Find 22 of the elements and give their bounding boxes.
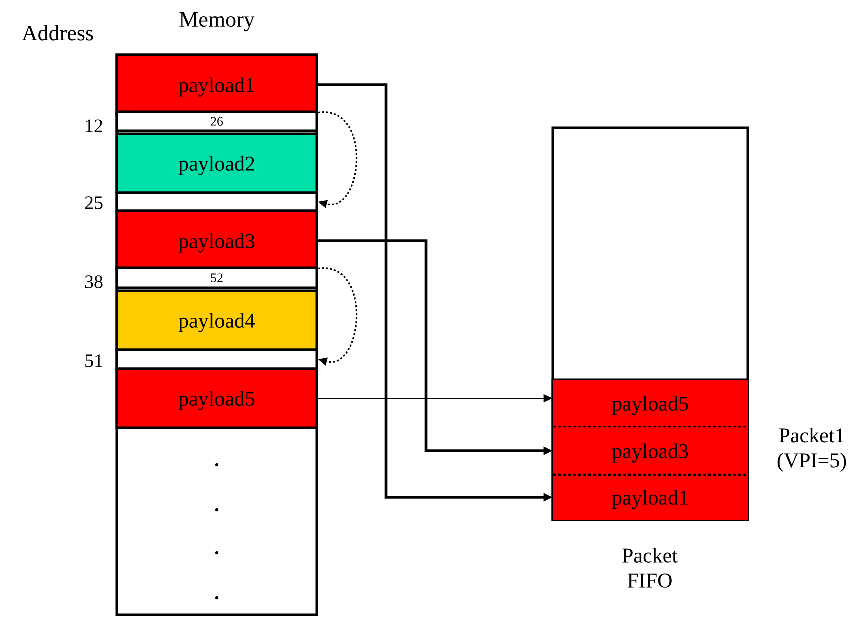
packet-label: Packet1 (VPI=5)	[778, 428, 846, 472]
memory-cell	[116, 348, 318, 370]
address-label: 38	[85, 276, 103, 288]
fifo-entry: payload5	[553, 380, 748, 427]
fifo-entry: payload3	[553, 427, 748, 475]
memory-cell: payload3	[116, 210, 318, 272]
fifo-entry: payload1	[553, 475, 748, 520]
memory-cell: payload2	[116, 132, 318, 194]
memory-cell: 52	[116, 266, 318, 290]
node-label: Memory	[180, 12, 255, 32]
address-label: 51	[86, 354, 102, 368]
memory-cell: payload5	[116, 368, 318, 430]
memory-cell: payload1	[116, 54, 318, 116]
arrow	[318, 112, 358, 208]
memory-cell: payload4	[116, 290, 318, 352]
memory-cell	[116, 192, 318, 212]
column-heading: Address	[22, 25, 94, 41]
address-label: 25	[85, 196, 103, 210]
memory-cell: 26	[116, 110, 318, 132]
address-label: 12	[86, 120, 102, 132]
arrow	[318, 268, 358, 366]
node-label: Packet FIFO	[622, 548, 678, 588]
